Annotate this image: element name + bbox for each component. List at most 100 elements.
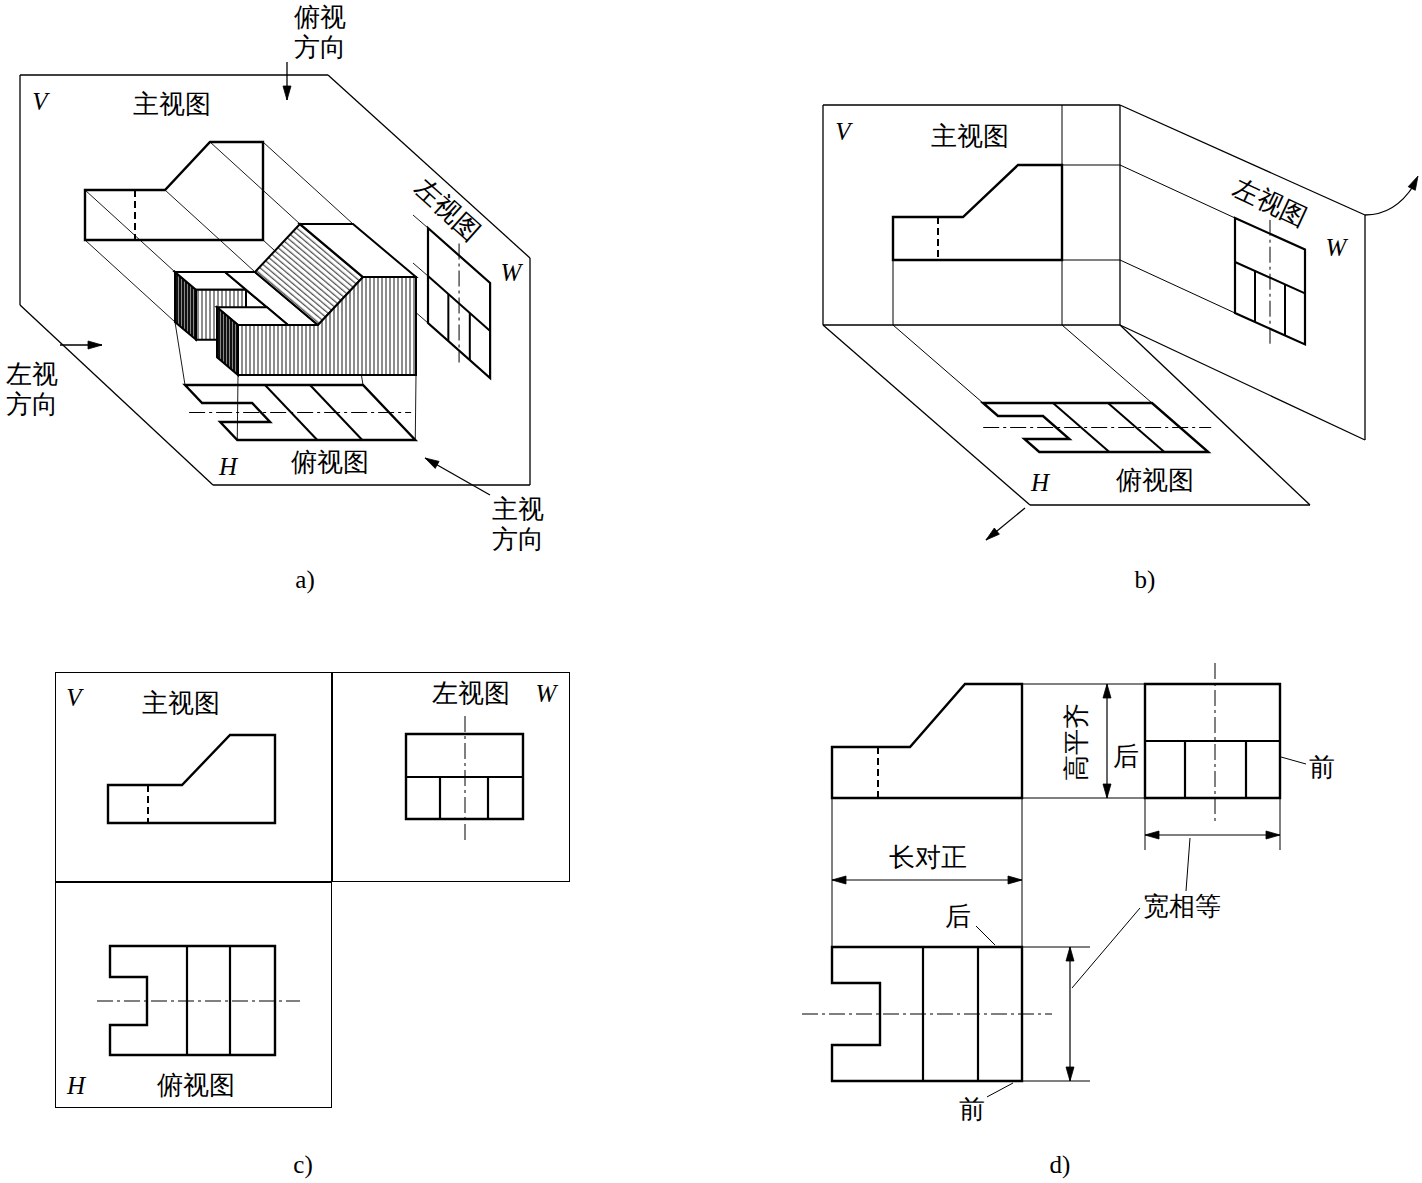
plane-letter: W <box>1324 234 1349 263</box>
plane-letter: W <box>534 680 559 709</box>
hidden-line <box>877 747 879 798</box>
view-name: 俯视图 <box>155 1071 237 1101</box>
side-view-edge <box>487 777 489 819</box>
leader-line <box>1072 908 1140 988</box>
projection-plane: V主视图 <box>55 672 332 882</box>
projection-line <box>1120 260 1235 313</box>
projection-line <box>85 240 175 322</box>
subfigure-label: d) <box>1048 1151 1073 1180</box>
plane-letter: H <box>65 1072 87 1101</box>
object-face <box>217 307 238 375</box>
v-plane-edge <box>822 105 823 325</box>
center-line <box>459 244 460 363</box>
hidden-line <box>937 217 939 260</box>
top-view <box>185 385 415 440</box>
leader-line <box>976 926 995 945</box>
dimension-line-head <box>1066 1067 1074 1081</box>
projection-line <box>415 375 417 440</box>
view-direction-arrow-head <box>283 86 291 100</box>
dimension-line-head <box>1066 947 1074 961</box>
projection-line <box>210 142 300 224</box>
view-direction-label: 俯视 方向 <box>293 3 348 63</box>
dimension-line-head <box>1103 684 1111 698</box>
dimension-line-head <box>1266 831 1280 839</box>
projection-line <box>175 322 185 385</box>
plane-letter: V <box>30 88 49 117</box>
v-plane-edge <box>823 324 1120 325</box>
object-face <box>300 224 416 277</box>
projection-plane: H 俯视图 <box>55 882 332 1108</box>
projection-line <box>263 142 353 224</box>
front-view <box>108 735 275 823</box>
projection-line <box>893 260 894 325</box>
dimension-line-head <box>832 876 846 884</box>
projection-line <box>413 215 428 228</box>
side-view <box>1235 218 1305 344</box>
center-line <box>802 1014 1052 1015</box>
projection-line <box>85 190 175 272</box>
dimension-line <box>832 879 1022 880</box>
rotation-arrow-head <box>986 528 999 540</box>
view-direction-arrow-head <box>425 458 439 468</box>
direction-label: 后 <box>943 902 973 932</box>
leader-line <box>1186 838 1190 891</box>
side-view-edge <box>1254 271 1256 322</box>
center-line <box>1270 220 1271 344</box>
plane-letter: W <box>499 259 524 288</box>
subfigure-label: b) <box>1133 566 1158 595</box>
v-plane-edge <box>1119 105 1120 325</box>
view-direction-arrow-head <box>88 341 102 349</box>
front-view <box>832 684 1022 798</box>
side-view-edge <box>1145 740 1280 742</box>
dimension-line-head <box>1145 831 1159 839</box>
center-line <box>1215 663 1216 822</box>
plane-letter: H <box>1029 469 1051 498</box>
center-line <box>189 412 411 413</box>
w-plane-edge <box>529 258 530 485</box>
view-direction-arrow <box>425 458 490 495</box>
subfigure-label: a) <box>293 566 316 595</box>
view-name: 左视图 <box>430 679 512 709</box>
extension-line <box>1022 798 1145 799</box>
rule-label: 宽相等 <box>1141 892 1223 922</box>
view-direction-label: 主视 方向 <box>491 495 546 555</box>
view-name: 主视图 <box>140 689 222 719</box>
projection-line <box>1120 165 1235 218</box>
projection-line <box>165 190 255 272</box>
side-view-edge <box>469 313 471 360</box>
projection-line <box>893 325 983 403</box>
rule-label: 长对正 <box>887 843 969 873</box>
plane-letter: V <box>833 118 852 147</box>
w-plane-edge <box>1364 215 1365 440</box>
view-name: 俯视图 <box>1114 466 1196 496</box>
side-view-edge <box>439 777 441 819</box>
dimension-line-head <box>1008 876 1022 884</box>
extension-line <box>1145 798 1146 850</box>
side-view <box>428 228 490 378</box>
view-name: 俯视图 <box>289 448 371 478</box>
object-face <box>238 277 416 375</box>
plane-letter: H <box>217 453 239 482</box>
rotation-arrow-head <box>1408 176 1418 190</box>
dimension-line <box>1069 947 1070 1081</box>
front-view <box>85 142 263 240</box>
extension-line <box>1022 684 1145 685</box>
side-view-edge <box>447 294 449 341</box>
v-plane-edge <box>20 74 328 75</box>
projection-line <box>1062 165 1120 166</box>
dimension-line-head <box>1103 784 1111 798</box>
center-line <box>465 716 466 842</box>
w-plane-edge <box>1120 325 1365 440</box>
front-view <box>893 165 1062 260</box>
extension-line <box>832 798 833 947</box>
view-name: 主视图 <box>131 90 213 120</box>
h-plane-edge <box>213 484 530 485</box>
rotation-arrow <box>1365 185 1414 215</box>
dimension-line <box>1145 834 1280 835</box>
top-view-edge <box>229 946 231 1055</box>
extension-line <box>1022 947 1090 948</box>
direction-label: 后 <box>1111 742 1141 772</box>
extension-line <box>1280 798 1281 850</box>
v-plane-edge <box>823 104 1120 105</box>
